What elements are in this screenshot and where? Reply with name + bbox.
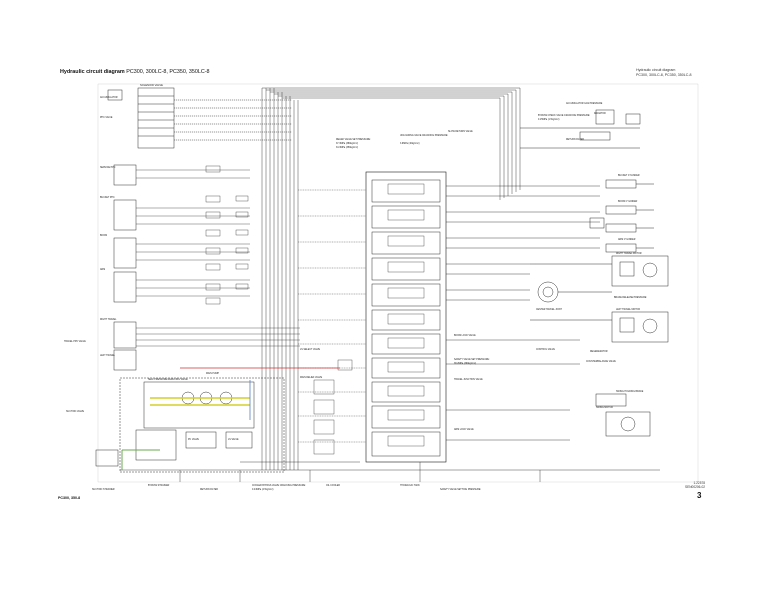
label-center-swivel: CENTER SWIVEL JOINT [536, 309, 563, 311]
footer-model: PC300, 350-8 [58, 496, 81, 500]
swing-motor-group [595, 393, 651, 437]
label-accumulator: ACCUMULATOR [100, 96, 118, 99]
label-hydraulic-tank: HYDRAULIC TANK [400, 484, 420, 487]
radiator-group [520, 109, 641, 149]
label-right-travel-motor: RIGHT TRAVEL MOTOR [616, 252, 642, 255]
label-arm: ARM [100, 268, 105, 271]
label-ppc-valve: PPC VALVE [100, 116, 113, 119]
label-suction-valve: SUCTION VALVE [66, 410, 85, 413]
label-arm-lock: ARM LOCK VALVE [454, 428, 474, 431]
label-cooler-bypass: COOLER BYPASS VALVE CRACKING PRESSURE: [252, 484, 306, 487]
label-arm-cylinder: ARM CYLINDER [618, 238, 636, 241]
label-safety-valve: SAFETY VALVE SET PRESSURE: [454, 358, 490, 361]
label-oil-cooler: OIL COOLER [326, 485, 340, 487]
label-accumulator-gas: ACCUMULATOR GAS PRESSURE [566, 102, 603, 105]
label-cooler-bypass-p: 0.44MPa (4.5kg/cm²) [252, 488, 274, 491]
label-regenerator: REGENERATOR [590, 350, 608, 353]
label-pc-valve: PC VALVE [188, 438, 199, 441]
label-bucket-cylinder: BUCKET CYLINDER [618, 175, 640, 177]
label-return-filter-bottom: RETURN FILTER [200, 489, 218, 491]
footer-code: 1.22578 SEN00206-02 [685, 481, 705, 489]
label-bypass-check: BYPASS CHECK VALVE CRACKING PRESSURE: [538, 114, 590, 117]
label-relief-p2: 34.3MPa (350kg/cm²) [336, 146, 358, 149]
label-main-relief: MAIN RELIEF VALVE [300, 376, 323, 379]
label-slow-return: SLOW RETURN VALVE [448, 130, 473, 133]
main-pump-section [95, 377, 285, 473]
control-valve-stack [365, 171, 447, 463]
header-right: Hydraulic circuit diagram PC300, 300LC-8… [636, 68, 692, 78]
label-bypass-strainer: BYPASS STRAINER [148, 484, 170, 487]
label-service-ppc: SERVICE PPC [100, 167, 116, 169]
label-brake-release: BRAKE RELEASE PRESSURE: [614, 296, 647, 299]
label-left-travel-motor: LEFT TRAVEL MOTOR [616, 308, 640, 311]
label-radiator: RADIATOR [594, 112, 606, 115]
label-travel-ppc-valve: TRAVEL PPC VALVE [64, 340, 86, 343]
label-relief-valve: RELIEF VALVE SET PRESSURE: [336, 138, 371, 141]
label-boom-cylinder: BOOM CYLINDER [618, 201, 638, 203]
label-swing-motor: SWING MOTOR [596, 407, 613, 409]
label-safety-valve-p: 38.2MPa (390kg/cm²) [454, 362, 476, 365]
footer-code-line1: 1.22578 [693, 481, 706, 485]
label-relief-p1: 37.3MPa (380kg/cm²) [336, 142, 358, 145]
footer-code-line2: SEN00206-02 [685, 485, 706, 489]
page-title-bold: Hydraulic circuit diagram [60, 69, 125, 75]
label-counterbalance: COUNTERBALANCE VALVE [586, 360, 616, 363]
label-return-filter: RETURN FILTER [566, 139, 584, 141]
label-ls-valve: LS VALVE [228, 438, 239, 441]
page-number: 3 [697, 491, 702, 500]
label-swing-holding: SWING HOLDING BRAKE [616, 390, 644, 393]
label-ls-select: LS SELECT VALVE [300, 348, 321, 351]
label-travel-junction: TRAVEL JUNCTION VALVE [454, 378, 483, 381]
page-title-models: PC300, 300LC-8, PC350, 350LC-8 [126, 69, 210, 75]
header-right-line2: PC300, 300LC-8, PC350, 350LC-8 [636, 73, 692, 77]
label-right-travel: RIGHT TRAVEL [100, 318, 117, 321]
label-slow-relief: SAFETY VALVE SETTING PRESSURE: [440, 488, 481, 491]
label-solenoid-valve: SOLENOID VALVE [140, 83, 163, 87]
label-unloading-valve: UNLOADING VALVE CRACKING PRESSURE: [400, 134, 448, 137]
label-left-travel: LEFT TRAVEL [100, 354, 116, 357]
label-boom: BOOM [100, 235, 107, 237]
label-control-valve: CONTROL VALVE [536, 348, 555, 351]
label-suction-strainer: SUCTION STRAINER [92, 488, 115, 491]
ppc-valve-group [113, 164, 137, 371]
label-main-pump: MAIN PUMP [206, 372, 219, 375]
center-swivel [530, 263, 612, 321]
label-bucket-ppc: BUCKET PPC [100, 197, 115, 199]
travel-motor-group [611, 255, 669, 343]
header-right-line1: Hydraulic circuit diagram [636, 68, 676, 72]
label-self-pressure-reducing: SELF PRESSURE REDUCING VALVE [148, 378, 188, 381]
page-title: Hydraulic circuit diagram PC300, 300LC-8… [60, 69, 210, 75]
cylinder-group [589, 179, 654, 253]
label-boom-lock: BOOM LOCK VALVE [454, 334, 476, 337]
solenoid-valve-block [107, 87, 175, 149]
label-unloading-p: 3.9MPa (40kg/cm²) [400, 142, 420, 145]
label-bypass-check-p: 0.15MPa (1.5kg/cm²) [538, 118, 560, 121]
